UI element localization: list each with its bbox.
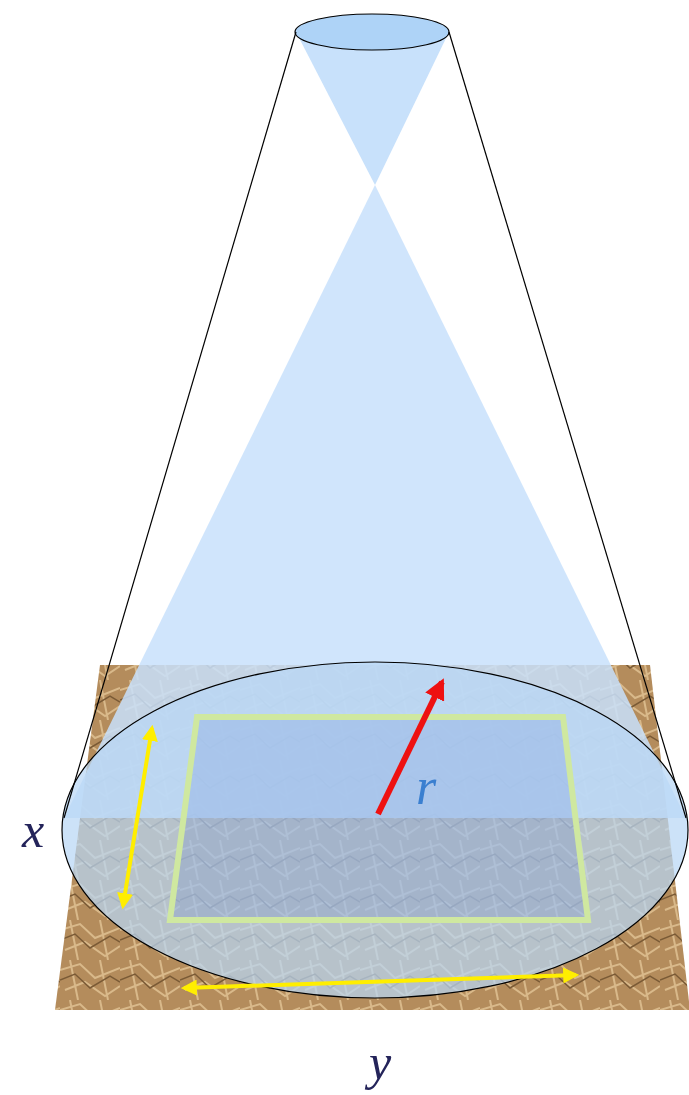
dimension-arrow (184, 975, 576, 988)
base-ellipse (62, 662, 688, 998)
top-ellipse (295, 14, 449, 50)
dimension-label: y (369, 1037, 391, 1087)
cone-edge (449, 32, 686, 818)
field-rectangle (170, 717, 588, 920)
upper-cone (296, 32, 449, 185)
cone-edge (64, 32, 296, 818)
dimension-arrow (123, 728, 152, 906)
radius-arrow (378, 682, 442, 814)
radius-label: r (416, 761, 436, 813)
dimension-label: x (22, 805, 44, 855)
